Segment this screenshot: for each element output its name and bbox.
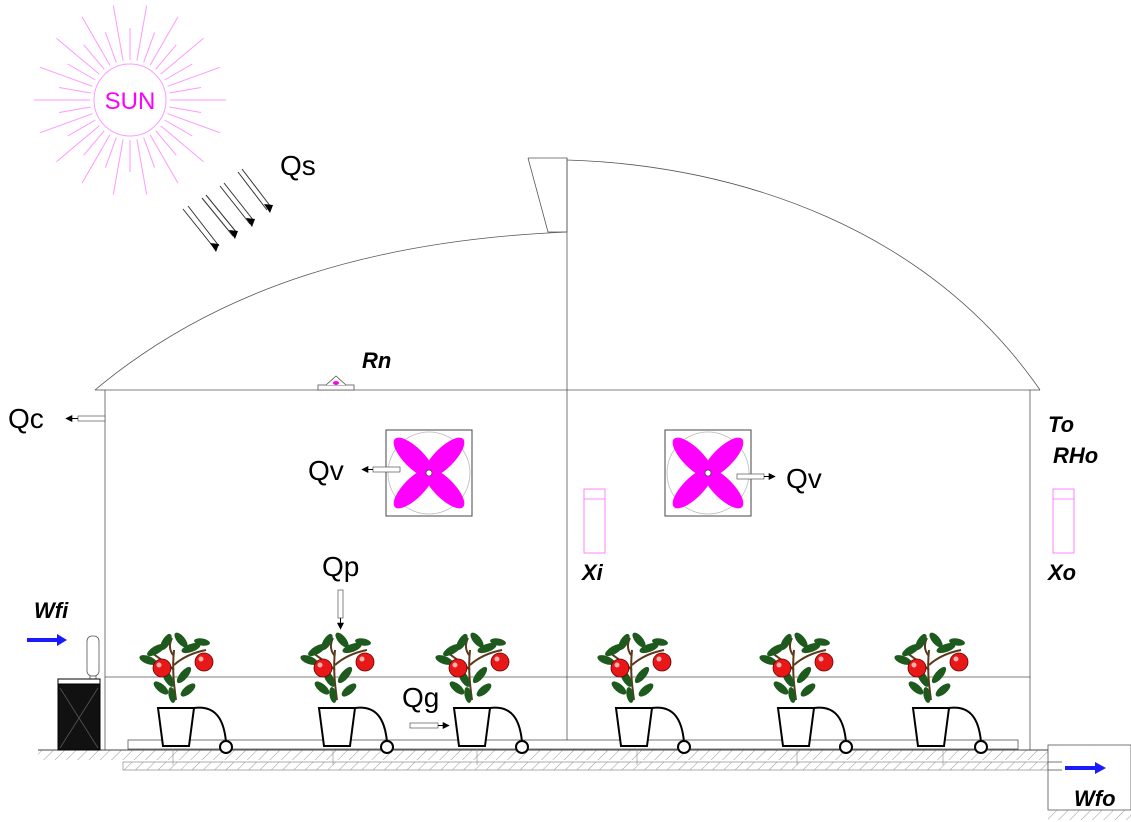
sun-ray <box>104 137 117 168</box>
label-xo: Xo <box>1046 560 1076 585</box>
sun-ray <box>112 139 124 195</box>
label-wfi: Wfi <box>34 598 69 623</box>
sensor-icon-xo <box>1052 488 1075 554</box>
sun-ray <box>167 113 221 134</box>
fan-icon-left <box>385 429 473 517</box>
sun-ray <box>104 32 117 63</box>
tomato-plant-icon <box>892 629 988 754</box>
label-qs: Qs <box>280 150 316 181</box>
qc-arrow <box>65 415 106 422</box>
sun-ray <box>112 5 124 61</box>
sun-ray <box>83 130 105 156</box>
sun-ray <box>136 5 148 61</box>
sun-ray <box>164 63 193 81</box>
sun-ray <box>155 130 177 156</box>
label-rho: RHo <box>1053 443 1098 468</box>
label-qp: Qp <box>322 551 359 582</box>
sun-ray <box>67 119 96 137</box>
solar-radiation-arrows <box>182 168 273 252</box>
label-qc: Qc <box>8 403 44 434</box>
greenhouse-structure <box>94 157 1041 750</box>
sun-ray <box>39 66 93 87</box>
sun-ray <box>169 106 201 113</box>
sun-icon: SUN <box>34 5 226 195</box>
label-qg: Qg <box>402 682 439 713</box>
qv-left-arrow <box>361 466 401 473</box>
sun-ray <box>81 134 111 184</box>
label-qv-right: Qv <box>786 463 822 494</box>
sun-ray <box>83 44 105 70</box>
sun-ray <box>143 32 156 63</box>
ground <box>38 744 1131 820</box>
water-out-arrow <box>1065 762 1106 774</box>
sun-ray <box>59 87 91 94</box>
tomato-plant-icon <box>433 629 529 754</box>
sun-ray <box>81 16 111 66</box>
water-tank-icon <box>57 635 101 751</box>
qv-right-arrow <box>736 473 776 480</box>
sun-ray <box>59 106 91 113</box>
label-qv-left: Qv <box>308 455 344 486</box>
sun-ray <box>164 119 193 137</box>
label-rn: Rn <box>362 348 391 373</box>
qg-arrow <box>409 722 450 729</box>
tomato-plant-icon <box>298 629 394 754</box>
qp-arrow <box>337 589 344 630</box>
sensor-icon-xi <box>583 488 606 554</box>
sun-ray <box>56 125 100 163</box>
sun-ray <box>149 16 179 66</box>
sun-label: SUN <box>105 88 156 115</box>
sun-ray <box>39 113 93 134</box>
sun-ray <box>167 66 221 87</box>
sun-ray <box>149 134 179 184</box>
sun-ray <box>160 37 204 75</box>
sun-ray <box>56 37 100 75</box>
label-xi: Xi <box>580 560 604 585</box>
water-in-arrow <box>27 634 67 646</box>
fan-icon-right <box>664 429 752 517</box>
radiometer-icon <box>317 375 355 391</box>
tomato-plant-icon <box>757 629 853 754</box>
label-wfo: Wfo <box>1074 786 1116 811</box>
sun-ray <box>143 137 156 168</box>
tomato-plant-icon <box>595 629 691 754</box>
sun-ray <box>67 63 96 81</box>
label-to: To <box>1048 412 1074 437</box>
tomato-plant-icon <box>137 629 233 754</box>
sun-ray <box>136 139 148 195</box>
sun-ray <box>169 87 201 94</box>
sun-ray <box>155 44 177 70</box>
sun-ray <box>160 125 204 163</box>
